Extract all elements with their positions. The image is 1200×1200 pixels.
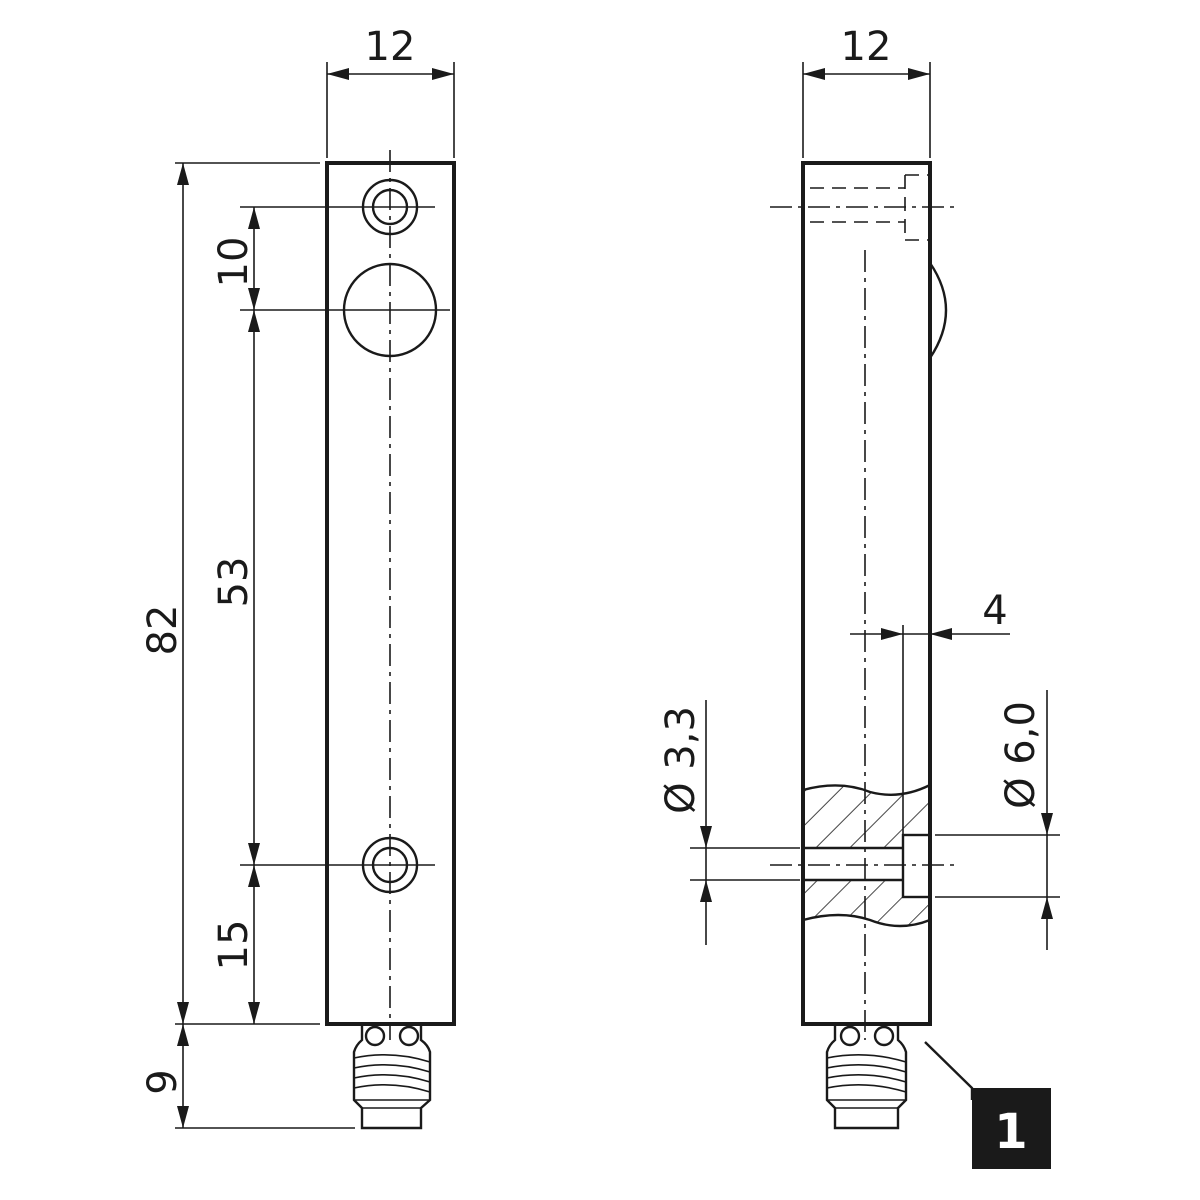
front-total-length-dimension: 82 [140,605,186,656]
side-body [801,161,932,1026]
front-hole-to-face-dimension: 10 [211,237,257,288]
side-hole-diameter-dimension: Ø 3,3 [658,706,704,814]
callout-leader [924,1041,974,1100]
front-hole-to-end-dimension: 15 [211,920,257,971]
front-width-dimension: 12 [365,24,416,70]
front-face-to-hole-dimension: 53 [211,557,257,608]
callout-number: 1 [994,1104,1027,1160]
front-top-mounting-hole [345,178,435,236]
side-counterbore-diameter-dimension: Ø 6,0 [998,701,1044,809]
front-view: 12 82 10 53 15 9 [140,24,456,1130]
side-counterbore [901,833,932,899]
side-section-hatch [803,785,930,848]
front-connector [352,1024,432,1130]
front-connector-length-dimension: 9 [140,1069,186,1094]
side-sensing-face [929,262,948,359]
side-connector [825,1024,908,1130]
callout-box [972,1088,1051,1169]
side-view: 12 4 Ø 3,3 Ø 6,0 1 [658,24,1060,1169]
front-bottom-mounting-hole [345,836,435,894]
side-width-dimension: 12 [841,24,892,70]
side-counterbore-depth-dimension: 4 [982,588,1007,634]
